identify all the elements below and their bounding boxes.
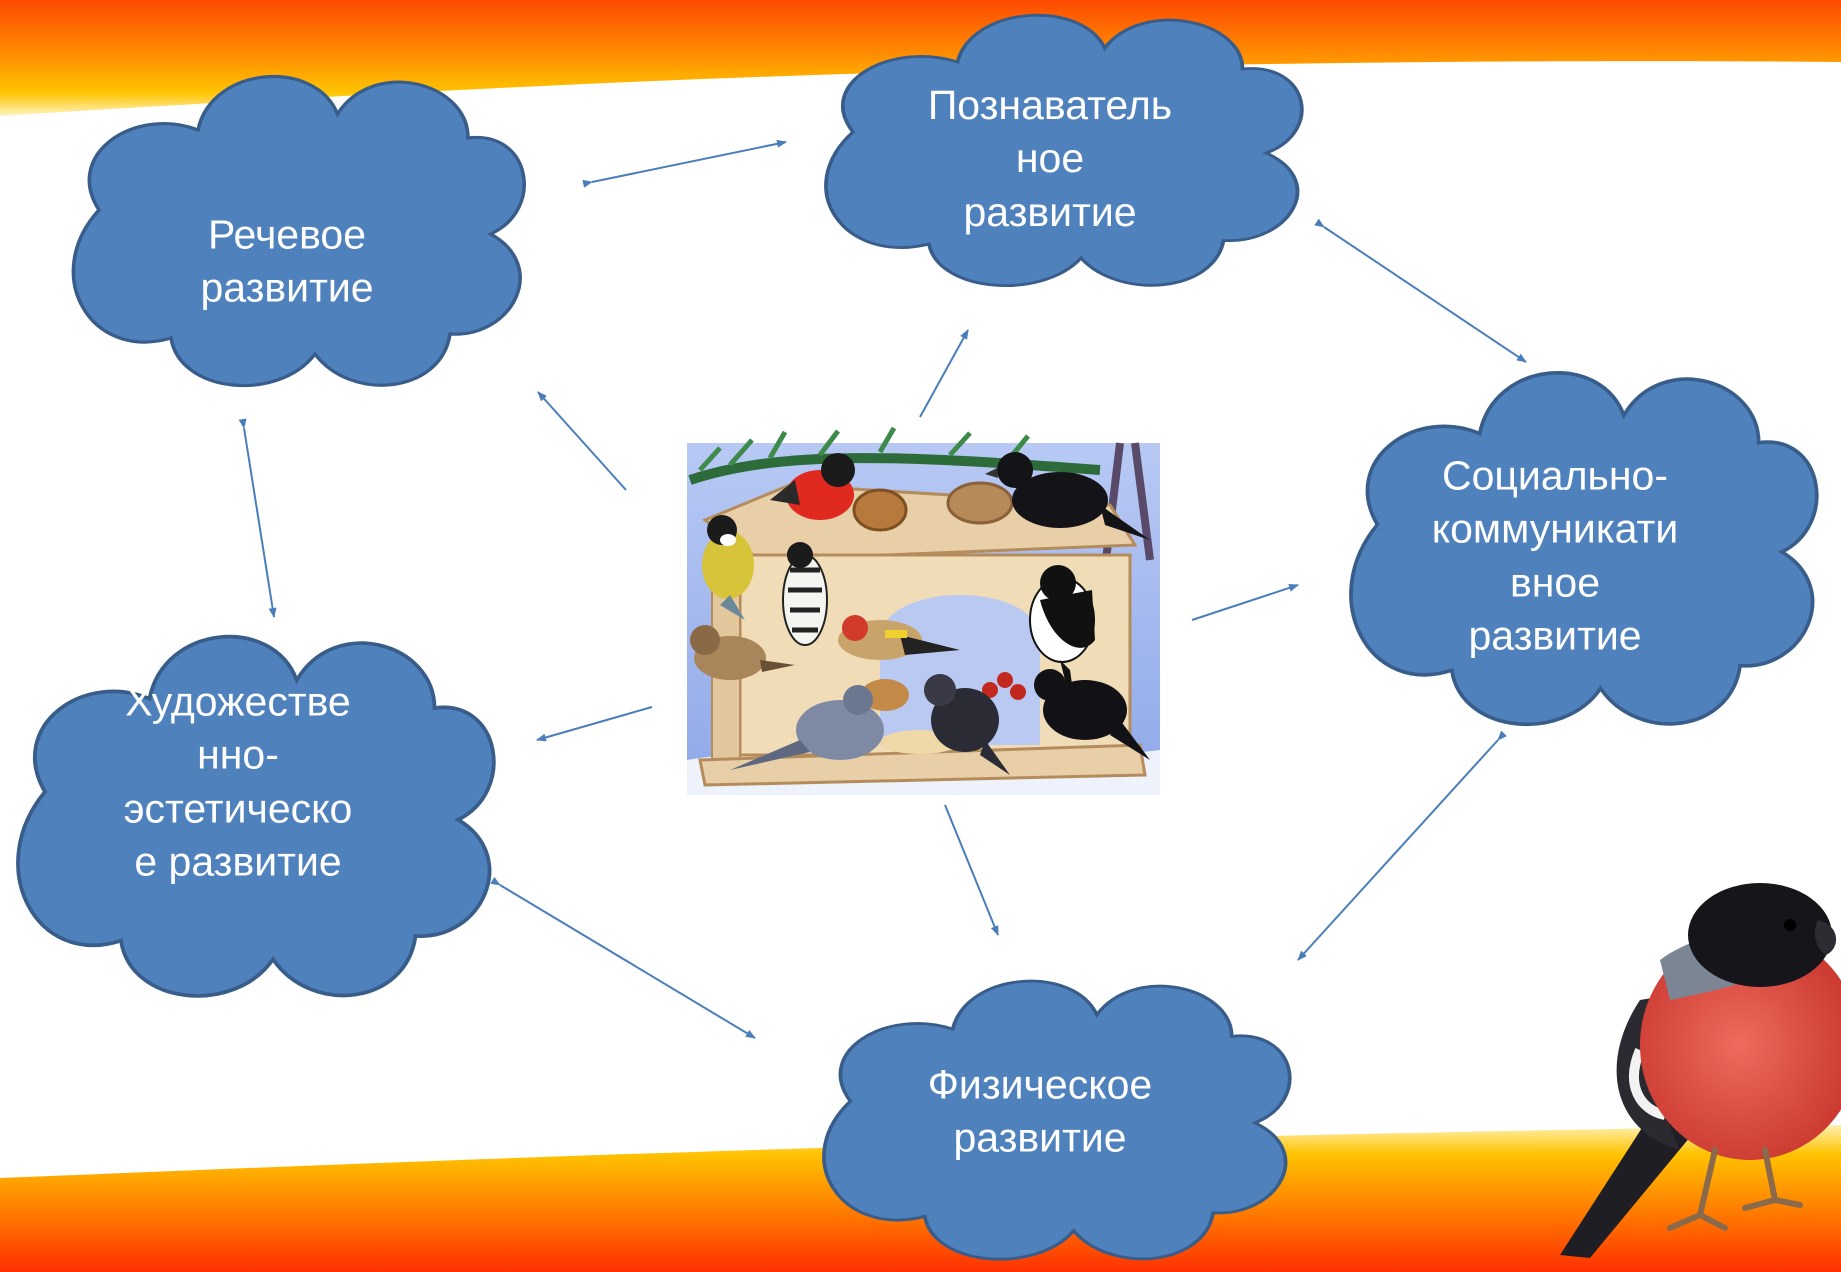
arrow-artistic-physical	[490, 876, 756, 1039]
walnut	[852, 488, 908, 532]
arrow-center-cognitive	[919, 329, 969, 418]
arrow-speech-cognitive	[582, 139, 787, 188]
bullfinch-head	[1688, 883, 1832, 987]
node-speech-label: Речевое развитие	[200, 211, 374, 311]
sparrow	[690, 625, 795, 680]
bullfinch-picture	[1560, 883, 1841, 1258]
arrow-social-physical	[1297, 730, 1508, 961]
bullfinch-feet	[1667, 1147, 1803, 1231]
pigeon	[730, 685, 884, 770]
arrow-center-artistic	[536, 706, 653, 742]
great-tit	[702, 515, 754, 620]
jackdaw	[924, 674, 1010, 775]
bird-feeder-picture	[687, 426, 1160, 795]
woodpecker	[782, 542, 828, 646]
bullfinch-small	[770, 453, 855, 520]
arrow-center-speech	[537, 391, 627, 491]
arrow-speech-artistic	[238, 418, 277, 618]
arrow-center-physical	[944, 804, 999, 936]
pine-cone	[946, 481, 1014, 525]
crow	[985, 452, 1150, 540]
rook	[1034, 669, 1150, 760]
node-cognitive-label: Познаватель ное развитие	[927, 82, 1173, 235]
goldfinch	[838, 615, 960, 660]
node-artistic-label: Художестве нно- эстетическо е развитие	[123, 678, 353, 885]
arrow-center-social	[1191, 584, 1299, 621]
arrow-cognitive-social	[1314, 218, 1527, 363]
node-social-label: Социально- коммуникати вное развитие	[1431, 452, 1679, 659]
node-physical-label: Физическое развитие	[927, 1061, 1153, 1161]
